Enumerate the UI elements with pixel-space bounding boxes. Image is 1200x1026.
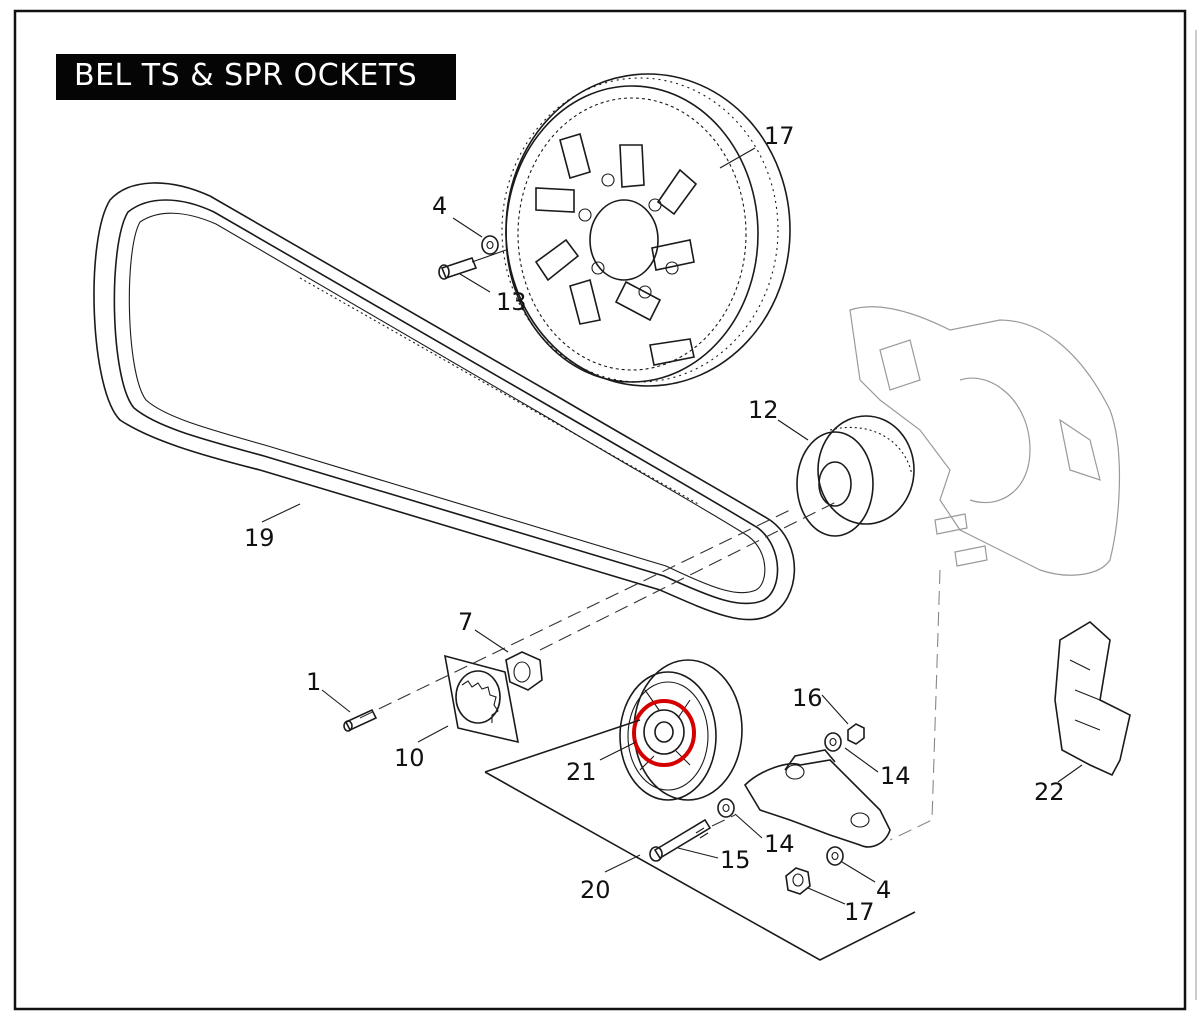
callout-20: 20 (580, 876, 611, 904)
callout-17: 17 (844, 898, 875, 926)
diagram-frame (13, 9, 1187, 1011)
callout-14-lower: 14 (764, 830, 795, 858)
transmission-housing (849, 306, 1121, 576)
callout-12: 12 (748, 396, 779, 424)
callout-22: 22 (1034, 778, 1065, 806)
washer (824, 732, 842, 752)
idler-pulley (619, 659, 743, 801)
callout-18: 17 (764, 122, 795, 150)
washer (481, 235, 499, 255)
plate-bolt (343, 708, 378, 732)
rear-sprocket (501, 73, 791, 387)
callout-14-upper: 14 (880, 762, 911, 790)
drive-belt (93, 182, 796, 621)
washer (826, 846, 844, 866)
title-bar: BEL TS & SPR OCKETS (56, 54, 456, 100)
diagram-title: BEL TS & SPR OCKETS (74, 58, 418, 93)
callout-16: 16 (792, 684, 823, 712)
retainer-plate (443, 654, 520, 744)
pivot-bolt (649, 818, 712, 862)
callout-21: 21 (566, 758, 597, 786)
callout-13: 13 (496, 288, 527, 316)
callout-1: 1 (306, 668, 321, 696)
belt-guard (1054, 621, 1131, 777)
callout-7: 7 (458, 608, 473, 636)
sprocket-nut (505, 651, 543, 691)
sprocket-bolt (438, 249, 507, 280)
callout-4-top: 4 (432, 192, 447, 220)
callout-19: 19 (244, 524, 275, 552)
idler-bracket (743, 749, 891, 848)
nut (847, 723, 865, 745)
nut (785, 867, 811, 895)
highlight-circle (632, 699, 696, 767)
callout-10: 10 (394, 744, 425, 772)
callout-15: 15 (720, 846, 751, 874)
callout-4-bottom: 4 (876, 876, 891, 904)
transmission-sprocket (796, 415, 915, 537)
washer (717, 798, 735, 818)
